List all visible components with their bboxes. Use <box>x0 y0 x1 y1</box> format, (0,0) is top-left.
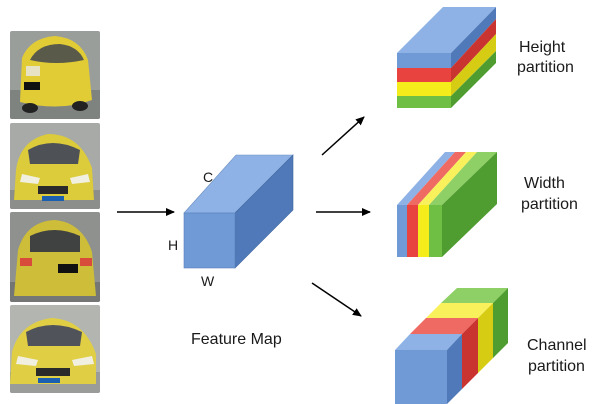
car-rear-view-2 <box>10 212 100 302</box>
height-partition-label-1: Height <box>519 39 566 56</box>
width-partition-cube <box>397 152 497 257</box>
channel-side-red <box>462 318 478 389</box>
height-side-blue <box>451 7 496 68</box>
dim-w-label: W <box>201 273 215 289</box>
width-top-blue <box>397 152 455 205</box>
channel-top-red <box>410 318 478 334</box>
channel-side-green <box>493 288 508 358</box>
dim-c-label: C <box>203 169 213 185</box>
width-top-green <box>429 152 497 205</box>
width-top-yellow <box>418 152 477 205</box>
feature-map-front <box>183 212 236 269</box>
width-top-red <box>407 152 466 205</box>
channel-top-yellow <box>426 303 493 318</box>
width-slice-red <box>407 205 418 257</box>
arrow-to-height <box>321 116 365 156</box>
height-partition-label-2: partition <box>517 59 574 76</box>
feature-map-cube <box>183 154 294 269</box>
width-partition-label-2: partition <box>521 196 578 213</box>
car-front-view-2 <box>10 305 100 393</box>
arrow-to-channel <box>311 282 362 317</box>
width-slice-green <box>429 205 442 257</box>
channel-side-yellow <box>478 303 493 373</box>
channel-partition-label-2: partition <box>528 358 585 375</box>
channel-front-blue <box>395 350 447 404</box>
dim-h-label: H <box>168 237 178 253</box>
width-slice-yellow <box>418 205 429 257</box>
height-partition-cube <box>397 7 496 108</box>
width-partition-label-1: Width <box>524 175 565 192</box>
channel-top-blue <box>395 334 462 350</box>
height-top <box>397 7 496 53</box>
feature-map-label: Feature Map <box>191 331 282 348</box>
channel-top-green <box>441 288 508 303</box>
height-slice-yellow <box>397 82 451 96</box>
channel-side-blue <box>447 334 462 404</box>
car-rear-view-1 <box>10 31 100 119</box>
height-side-red <box>451 19 496 82</box>
height-slice-green <box>397 96 451 108</box>
car-photo-column <box>10 31 100 393</box>
height-slice-red <box>397 68 451 82</box>
channel-partition-cube <box>395 288 508 404</box>
height-side-yellow <box>451 34 496 96</box>
height-side-green <box>451 51 496 108</box>
channel-partition-label-1: Channel <box>527 337 587 354</box>
width-slice-blue <box>397 205 407 257</box>
height-slice-blue <box>397 53 451 68</box>
car-front-view-1 <box>10 123 100 209</box>
width-side <box>442 152 497 257</box>
